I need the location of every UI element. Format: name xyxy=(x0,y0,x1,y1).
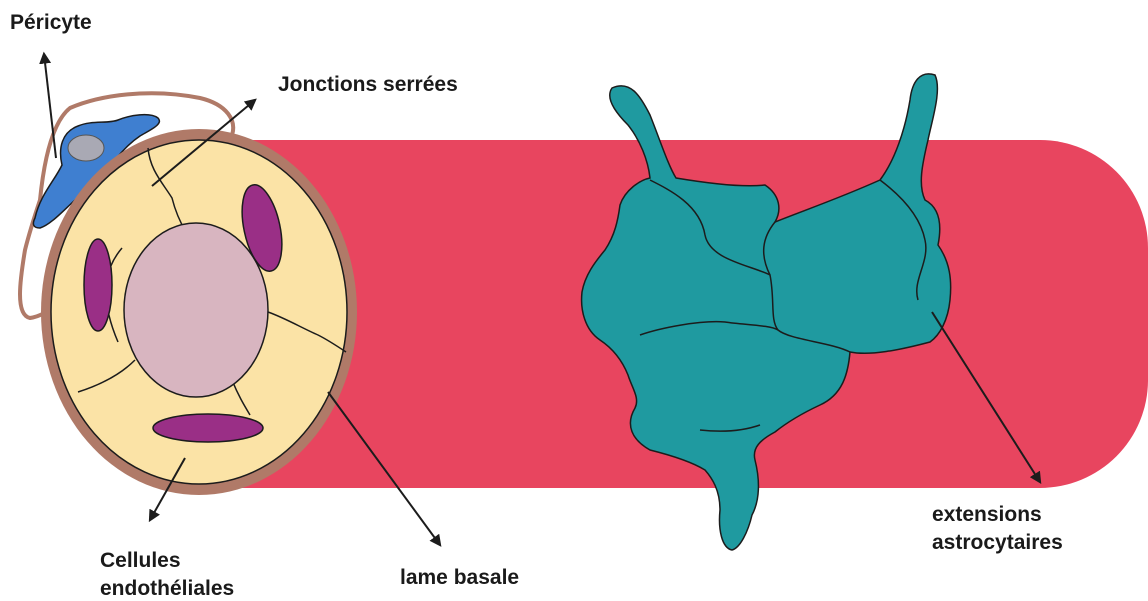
nucleus xyxy=(124,223,268,397)
label-endothelial-line2: endothéliales xyxy=(100,576,234,601)
label-astro-line1: extensions xyxy=(932,502,1042,527)
organelle-bottom xyxy=(153,414,263,442)
label-astro-line2: astrocytaires xyxy=(932,530,1063,555)
pericyte-nucleus xyxy=(68,135,104,161)
organelle-left xyxy=(84,239,112,331)
label-tight-junctions: Jonctions serrées xyxy=(278,72,458,97)
label-endothelial-line1: Cellules xyxy=(100,548,181,573)
label-pericyte: Péricyte xyxy=(10,10,92,35)
label-basal-lamina: lame basale xyxy=(400,565,519,590)
